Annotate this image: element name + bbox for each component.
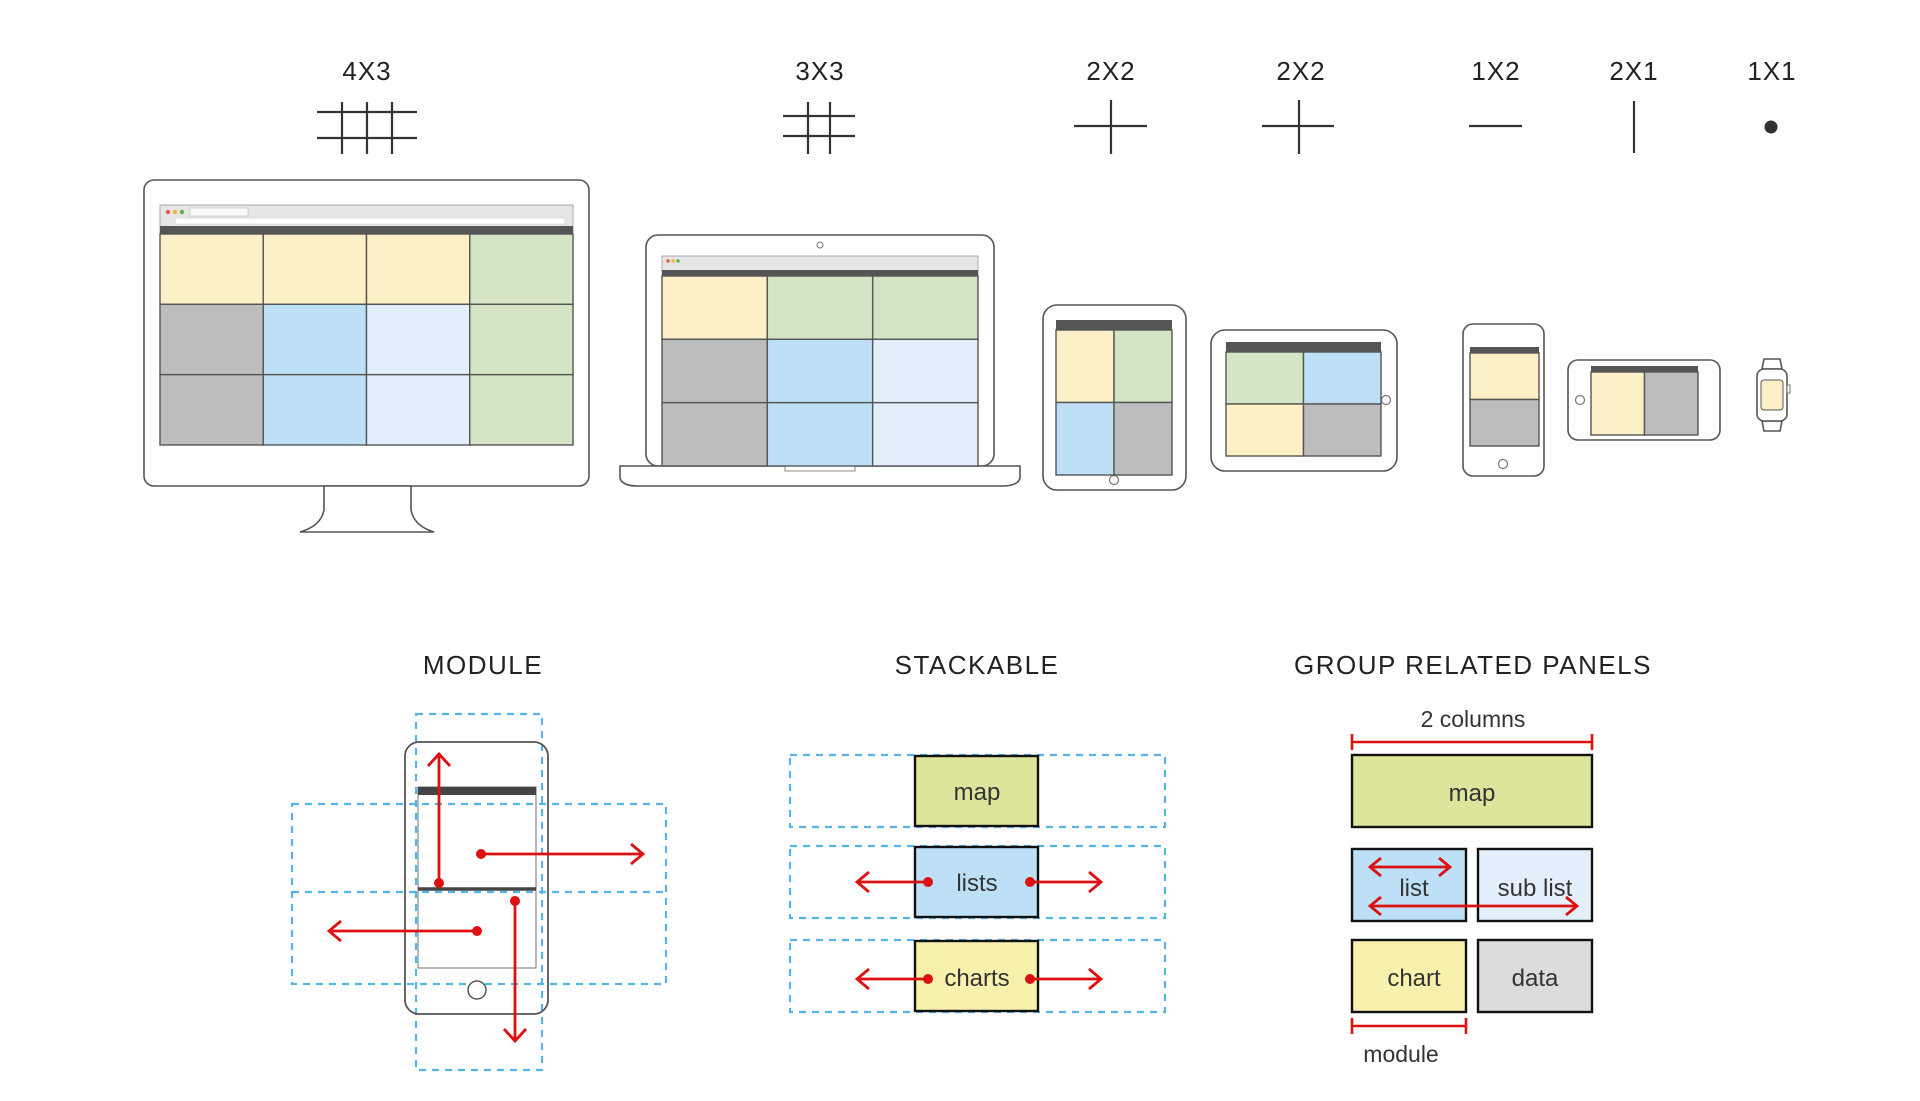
group-data-panel (1476, 938, 1594, 1014)
stackable-title: STACKABLE (895, 650, 1060, 680)
phone-landscape-cell-gray (1643, 371, 1699, 436)
module-note: module (1363, 1041, 1438, 1067)
group-chart-label: chart (1387, 965, 1441, 992)
grid-2x2-icon (1074, 100, 1147, 154)
group-data-label: data (1512, 965, 1559, 992)
tablet-landscape-cell-blue (1302, 351, 1382, 405)
desktop-cell-green (469, 373, 574, 446)
desktop-cell-yellow (262, 233, 368, 306)
watch (1756, 358, 1791, 432)
laptop-cell-gray (661, 338, 769, 404)
tablet-portrait-grid-2x2 (1055, 329, 1173, 476)
stackable-charts-label: charts (944, 965, 1009, 992)
stackable-lists-arrows (854, 870, 1104, 894)
group-list-label: list (1399, 875, 1429, 902)
grid-4x3-icon (317, 102, 417, 154)
list-double-arrow (1367, 856, 1453, 878)
phone-portrait-cell-yellow (1469, 352, 1540, 401)
label-2x2-landscape: 2X2 (1276, 56, 1325, 86)
group-sub-list-label: sub list (1498, 875, 1573, 902)
module-phone-outline (404, 741, 549, 1015)
stackable-lists-label: lists (956, 870, 997, 897)
columns-note: 2 columns (1421, 706, 1526, 732)
desktop-cell-green (469, 303, 574, 376)
laptop-cell-gray (661, 401, 769, 467)
stackable-charts-panel (913, 939, 1040, 1013)
module-arrow-up (426, 751, 452, 888)
laptop-cell-green (871, 275, 979, 341)
tablet-landscape-cell-gray (1302, 403, 1382, 457)
grid-3x3-icon (783, 102, 855, 154)
phone-landscape-grid-2x1 (1590, 371, 1699, 436)
laptop-cell-blue (766, 401, 874, 467)
tablet-portrait-cell-yellow (1055, 329, 1115, 404)
module-width-measure (1350, 1018, 1468, 1034)
grid-2x2-icon (1262, 100, 1334, 154)
label-4x3: 4X3 (342, 56, 391, 86)
group-chart-panel (1350, 938, 1468, 1014)
group-map-panel (1350, 753, 1594, 829)
phone-portrait-grid-1x2 (1469, 352, 1540, 447)
laptop-cell-yellow (661, 275, 769, 341)
laptop-cell-light_blue (871, 338, 979, 404)
laptop-cell-green (766, 275, 874, 341)
phone-portrait-cell-gray (1469, 398, 1540, 447)
module-arrow-left (326, 919, 482, 943)
label-1x2: 1X2 (1471, 56, 1520, 86)
tablet-landscape-cell-green (1225, 351, 1305, 405)
desktop-cell-light_blue (365, 373, 471, 446)
module-diagram (290, 712, 668, 1072)
stackable-diagram: map lists charts (788, 753, 1167, 1014)
group-related-panels-diagram: 2 columns map list sub list chart data (1350, 706, 1594, 1067)
tablet-portrait-cell-gray (1113, 401, 1173, 476)
grid-1x1-icon (1764, 120, 1778, 134)
desktop-cell-gray (159, 373, 264, 446)
tablet-portrait-cell-green (1113, 329, 1173, 404)
desktop-cell-blue (262, 303, 368, 376)
group-map-label: map (1449, 780, 1496, 807)
stackable-map-panel (913, 754, 1040, 828)
group-list-panel (1350, 847, 1468, 923)
stackable-map-label: map (954, 779, 1001, 806)
laptop-cell-blue (766, 338, 874, 404)
laptop-cell-light_blue (871, 401, 979, 467)
module-arrow-down (502, 896, 528, 1044)
label-3x3: 3X3 (795, 56, 844, 86)
stackable-lists-panel (913, 845, 1040, 919)
group-related-panels-title: GROUP RELATED PANELS (1294, 650, 1652, 680)
list-sublist-double-arrow (1367, 895, 1580, 917)
desktop-cell-blue (262, 373, 368, 446)
label-1x1: 1X1 (1747, 56, 1796, 86)
desktop-cell-green (469, 233, 574, 306)
desktop-cell-gray (159, 303, 264, 376)
tablet-landscape-grid-2x2 (1225, 351, 1382, 457)
label-2x1: 2X1 (1609, 56, 1658, 86)
module-arrow-right (476, 842, 646, 866)
desktop-cell-light_blue (365, 303, 471, 376)
phone-landscape-cell-yellow (1590, 371, 1646, 436)
tablet-landscape-cell-yellow (1225, 403, 1305, 457)
desktop-cell-yellow (365, 233, 471, 306)
label-2x2-portrait: 2X2 (1086, 56, 1135, 86)
tablet-portrait-cell-blue (1055, 401, 1115, 476)
desktop-cell-yellow (159, 233, 264, 306)
stackable-charts-arrows (854, 967, 1104, 991)
laptop-grid-3x3 (661, 275, 979, 467)
two-columns-measure (1350, 734, 1594, 750)
module-title: MODULE (423, 650, 543, 680)
desktop-grid-4x3 (159, 233, 574, 446)
module-horizontal-dashed-region (290, 802, 668, 986)
